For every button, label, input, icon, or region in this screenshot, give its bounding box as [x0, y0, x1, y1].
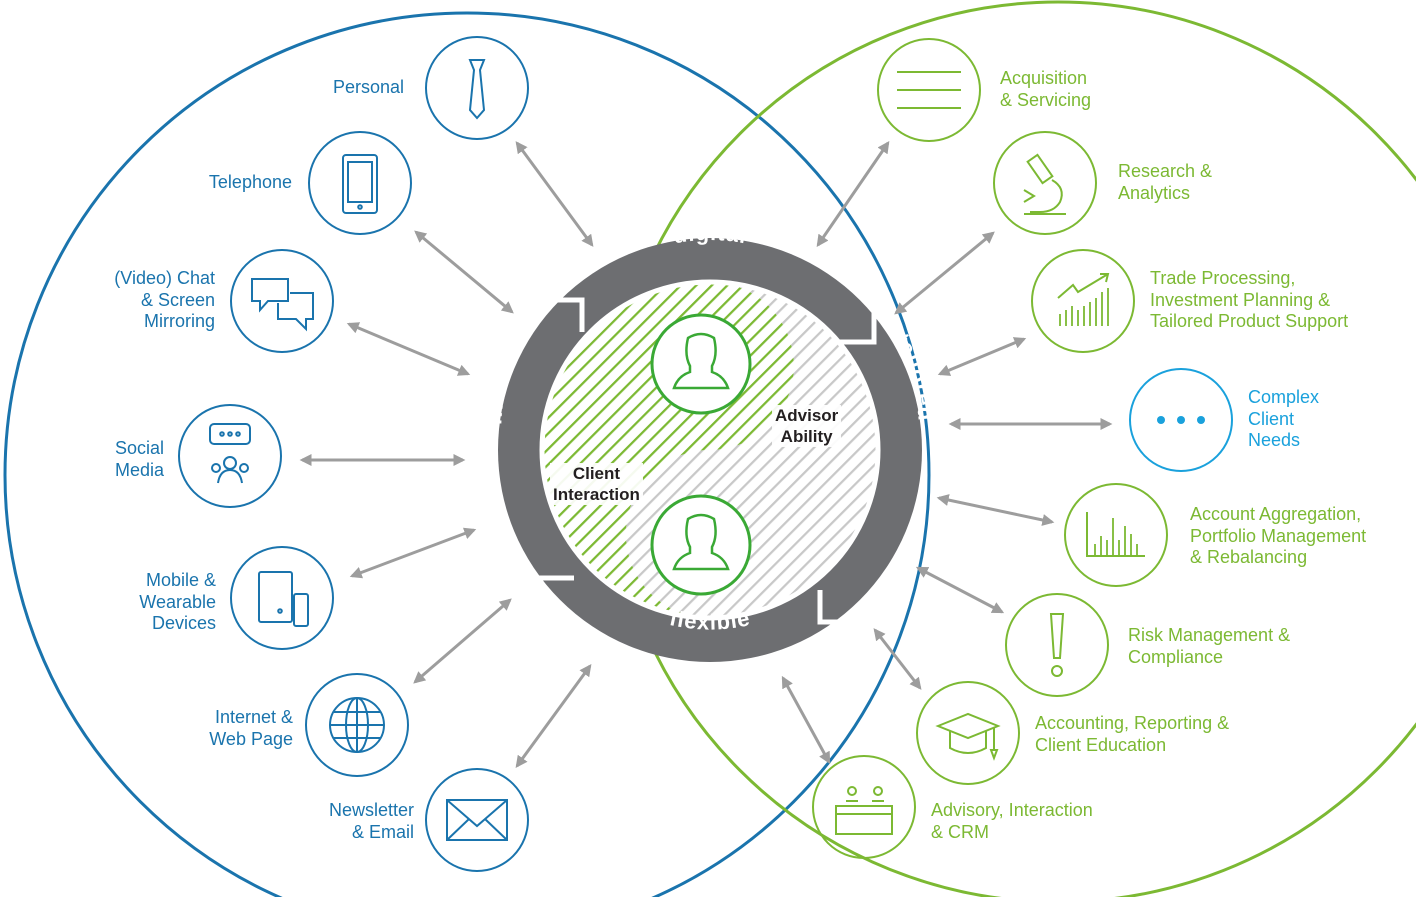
desk-people-icon — [812, 755, 916, 859]
capability-label-research: Research & Analytics — [1118, 161, 1212, 204]
growth-chart-icon — [1031, 249, 1135, 353]
channel-internet-line-2: Web Page — [209, 728, 293, 749]
ring-word-bottom: flexible — [667, 605, 751, 635]
channel-label-internet: Internet & Web Page — [209, 707, 293, 750]
capability-label-risk: Risk Management & Compliance — [1128, 625, 1290, 668]
channel-mobile-line-3: Devices — [151, 613, 216, 633]
capability-complex-line-3: Needs — [1248, 430, 1301, 450]
connector-arrow-2 — [414, 230, 514, 314]
microscope-icon — [993, 131, 1097, 235]
connector-arrow-12 — [936, 494, 1055, 526]
connector-arrow-5 — [349, 527, 477, 579]
channel-label-mobile: Mobile & Wearable Devices — [139, 570, 216, 635]
client-interaction-label: Client Interaction — [550, 463, 643, 505]
ellipsis-icon — [1129, 368, 1233, 472]
channel-telephone-line: Telephone — [208, 172, 292, 192]
channels-circle — [3, 11, 931, 897]
capability-label-accounting: Accounting, Reporting & Client Education — [1035, 713, 1229, 756]
connector-arrow-7 — [515, 664, 592, 768]
capability-label-complex: Complex Client Needs — [1248, 387, 1319, 452]
connector-arrow-8 — [816, 141, 890, 247]
channel-mobile-line-1: Mobile & — [145, 570, 216, 590]
ring-gap-bottomright — [817, 590, 856, 625]
channel-label-video-chat: (Video) Chat & Screen Mirroring — [114, 268, 215, 333]
exclamation-icon — [1005, 593, 1109, 697]
capability-trade-line-1: Trade Processing, — [1150, 268, 1296, 288]
capability-acquisition-line-1: Acquisition — [1000, 68, 1088, 88]
connector-arrows — [299, 141, 1113, 768]
ring-gap-topright — [838, 310, 877, 345]
bar-chart-icon — [1064, 483, 1168, 587]
social-media-icon — [178, 404, 282, 508]
connector-arrow-15 — [781, 675, 831, 765]
capability-research-line-1: Research & — [1118, 161, 1213, 181]
necktie-icon — [425, 36, 529, 140]
capability-acquisition-line-2: & Servicing — [1000, 89, 1092, 110]
channel-video-chat-line-3: Mirroring — [143, 311, 215, 331]
channel-newsletter-line-2: & Email — [351, 821, 414, 842]
client-interaction-line-2: Interaction — [553, 485, 640, 504]
advisor-ability-label: Advisor Ability — [772, 405, 842, 447]
channel-personal-line: Personal — [332, 77, 404, 97]
channel-video-chat-line-2: & Screen — [140, 289, 215, 310]
capability-trade-line-2: Investment Planning & — [1150, 289, 1331, 310]
capability-label-account: Account Aggregation, Portfolio Managemen… — [1190, 504, 1366, 569]
channel-label-newsletter: Newsletter & Email — [329, 800, 414, 843]
list-lines-icon — [877, 38, 981, 142]
capability-risk-line-1: Risk Management & — [1128, 625, 1291, 645]
capability-label-acquisition: Acquisition & Servicing — [1000, 68, 1091, 111]
capability-accounting-line-2: Client Education — [1035, 734, 1167, 755]
client-person-icon — [650, 494, 752, 596]
globe-icon — [305, 673, 409, 777]
capability-research-line-2: Analytics — [1118, 182, 1191, 203]
channel-label-telephone: Telephone — [209, 172, 292, 194]
connector-arrow-6 — [413, 598, 512, 684]
capability-account-line-1: Account Aggregation, — [1190, 504, 1362, 524]
capability-advisory-line-2: & CRM — [931, 821, 989, 842]
mobile-devices-icon — [230, 546, 334, 650]
connector-arrow-9 — [894, 231, 995, 315]
channel-label-personal: Personal — [333, 77, 404, 99]
channel-mobile-line-2: Wearable — [139, 591, 216, 612]
channel-social-line-2: Media — [114, 459, 164, 480]
capability-label-trade: Trade Processing, Investment Planning & … — [1150, 268, 1348, 333]
ring-gap-bottomleft — [537, 575, 574, 612]
svg-text:flexible: flexible — [667, 605, 752, 635]
graduation-cap-icon — [916, 681, 1020, 785]
capability-advisory-line-1: Advisory, Interaction — [931, 800, 1093, 820]
capability-risk-line-2: Compliance — [1128, 646, 1224, 667]
connector-arrow-1 — [515, 141, 594, 247]
ring-gap-topleft — [548, 297, 585, 332]
client-interaction-line-1: Client — [572, 464, 621, 483]
connector-arrow-3 — [346, 322, 471, 376]
capability-complex-line-1: Complex — [1248, 387, 1320, 407]
capability-label-advisory: Advisory, Interaction & CRM — [931, 800, 1093, 843]
connector-arrow-10 — [937, 337, 1027, 376]
advisor-person-icon — [650, 313, 752, 415]
capability-trade-line-3: Tailored Product Support — [1150, 311, 1349, 331]
channel-label-social-media: Social Media — [115, 438, 164, 481]
connector-arrow-13 — [915, 566, 1005, 614]
channel-newsletter-line-1: Newsletter — [328, 800, 414, 820]
advisor-ability-line-2: Ability — [780, 427, 833, 446]
capability-account-line-2: Portfolio Management — [1190, 525, 1367, 546]
ring-word-top: digital — [671, 220, 748, 249]
envelope-icon — [425, 768, 529, 872]
chat-bubbles-icon — [230, 249, 334, 353]
channel-video-chat-line-1: (Video) Chat — [114, 268, 215, 288]
capability-accounting-line-1: Accounting, Reporting & — [1035, 713, 1230, 733]
channel-social-line-1: Social — [114, 438, 164, 458]
advisor-ability-line-1: Advisor — [775, 406, 839, 425]
svg-text:digital: digital — [671, 220, 749, 249]
channel-internet-line-1: Internet & — [214, 707, 293, 727]
connector-arrow-14 — [873, 628, 922, 690]
tablet-icon — [308, 131, 412, 235]
capability-complex-line-2: Client — [1248, 408, 1295, 429]
capability-account-line-3: & Rebalancing — [1190, 547, 1308, 567]
